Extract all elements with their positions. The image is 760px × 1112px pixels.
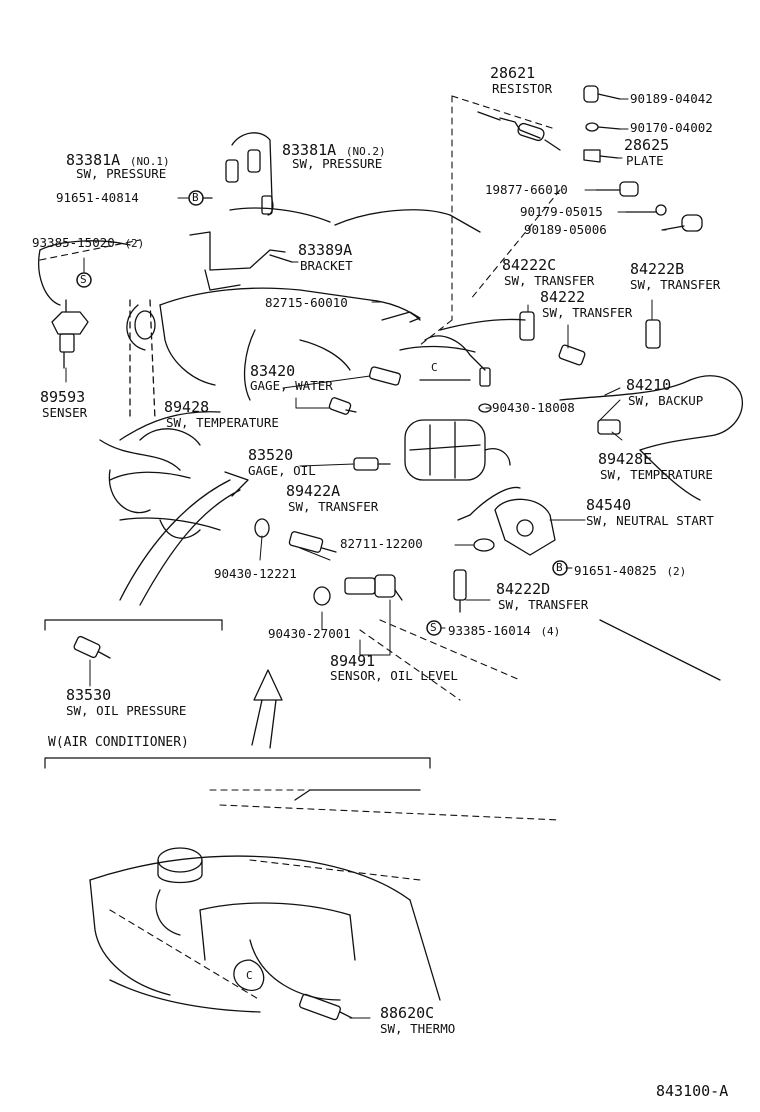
marker-s-lower: S [430, 621, 437, 634]
part-84222c-number: 84222C [502, 256, 557, 274]
part-83530-number: 83530 [66, 686, 112, 704]
leader-lines [65, 98, 667, 1019]
marker-circles [76, 190, 568, 636]
part-84222-number: 84222 [540, 288, 586, 306]
part-89428e-number: 89428E [598, 450, 653, 468]
part-89491-desc: SENSOR, OIL LEVEL [330, 668, 458, 683]
part-84222d-desc: SW, TRANSFER [498, 597, 589, 612]
part-84222d-number: 84222D [496, 580, 551, 598]
part-83520-number: 83520 [248, 446, 294, 464]
part-83381a-no2-label: 83381A (NO.2) [282, 142, 386, 158]
pressure-switch-assembly [188, 132, 293, 291]
part-90189-05006: 90189-05006 [524, 222, 607, 237]
part-90179-05015: 90179-05015 [520, 204, 603, 219]
part-83381a-no2-number: 83381A [282, 141, 337, 159]
transfer-housing [559, 375, 744, 681]
marker-b-upper: B [192, 191, 199, 204]
resistor-assembly [477, 85, 703, 232]
marker-c-upper: C [431, 361, 438, 374]
engine-block-upper [38, 207, 526, 531]
part-90430-27001: 90430-27001 [268, 626, 351, 641]
gage-parts [328, 311, 661, 481]
part-89428e-desc: SW, TEMPERATURE [600, 467, 713, 482]
part-83381a-no2-desc: SW, PRESSURE [292, 156, 383, 171]
part-93385-15020-label: 93385-15020 (2) [32, 234, 144, 250]
part-93385-15020-number: 93385-15020 [32, 235, 115, 250]
part-91651-40825-number: 91651-40825 [574, 563, 657, 578]
part-89422a-desc: SW, TRANSFER [288, 499, 379, 514]
part-83389a-desc: BRACKET [300, 258, 353, 273]
arrow-indicators [119, 471, 283, 749]
part-83520-desc: GAGE, OIL [248, 463, 316, 478]
marker-b-lower: B [556, 561, 563, 574]
part-93385-16014-label: 93385-16014 (4) [448, 622, 560, 638]
part-90189-04042: 90189-04042 [630, 91, 713, 106]
part-83381a-no1-qual: (NO.1) [129, 155, 170, 168]
part-83389a-number: 83389A [298, 241, 353, 259]
part-84540-number: 84540 [586, 496, 632, 514]
dashed-frame-lines [39, 95, 561, 1001]
part-89422a-number: 89422A [286, 482, 341, 500]
part-83381a-no1-desc: SW, PRESSURE [76, 166, 167, 181]
part-84210-desc: SW, BACKUP [628, 393, 704, 408]
marker-s-left: S [80, 273, 87, 286]
part-83381a-no1-number: 83381A [66, 151, 121, 169]
part-89428-number: 89428 [164, 398, 210, 416]
fan-outline [99, 299, 201, 539]
part-83381a-no1-label: 83381A (NO.1) [66, 152, 170, 168]
section-dividers [44, 619, 431, 769]
part-28625-number: 28625 [624, 136, 670, 154]
part-93385-16014-number: 93385-16014 [448, 623, 531, 638]
lower-parts [73, 486, 568, 1021]
part-90430-18008: 90430-18008 [492, 400, 575, 415]
part-82711-12200: 82711-12200 [340, 536, 423, 551]
part-84540-desc: SW, NEUTRAL START [586, 513, 714, 528]
part-91651-40814: 91651-40814 [56, 190, 139, 205]
part-93385-16014-qual: (4) [540, 625, 561, 638]
part-88620c-desc: SW, THERMO [380, 1021, 456, 1036]
part-84222c-desc: SW, TRANSFER [504, 273, 595, 288]
part-28625-desc: PLATE [626, 153, 664, 168]
part-89428-desc: SW, TEMPERATURE [166, 415, 279, 430]
part-28621-desc: RESISTOR [492, 81, 553, 96]
part-83420-number: 83420 [250, 362, 296, 380]
part-89491-number: 89491 [330, 652, 376, 670]
part-89593-desc: SENSER [42, 405, 88, 420]
part-84210-number: 84210 [626, 376, 672, 394]
part-89593-number: 89593 [40, 388, 86, 406]
part-84222b-desc: SW, TRANSFER [630, 277, 721, 292]
part-82715-60010: 82715-60010 [265, 295, 348, 310]
part-28621-number: 28621 [490, 64, 536, 82]
part-91651-40825-qual: (2) [666, 565, 687, 578]
part-84222b-number: 84222B [630, 260, 685, 278]
engine-block-lower [89, 789, 441, 1013]
part-88620c-number: 88620C [380, 1004, 435, 1022]
part-90430-12221: 90430-12221 [214, 566, 297, 581]
diagram-reference-code: 843100-A [656, 1082, 729, 1100]
section-label-air-conditioner: W(AIR CONDITIONER) [48, 735, 189, 750]
part-83381a-no2-qual: (NO.2) [345, 145, 386, 158]
part-83420-desc: GAGE, WATER [250, 378, 333, 393]
marker-c-lower: C [246, 969, 253, 982]
part-83530-desc: SW, OIL PRESSURE [66, 703, 187, 718]
part-90170-04002: 90170-04002 [630, 120, 713, 135]
part-93385-15020-qual: (2) [124, 237, 145, 250]
part-91651-40825-label: 91651-40825 (2) [574, 562, 686, 578]
part-84222-desc: SW, TRANSFER [542, 305, 633, 320]
part-19877-66010: 19877-66010 [485, 182, 568, 197]
